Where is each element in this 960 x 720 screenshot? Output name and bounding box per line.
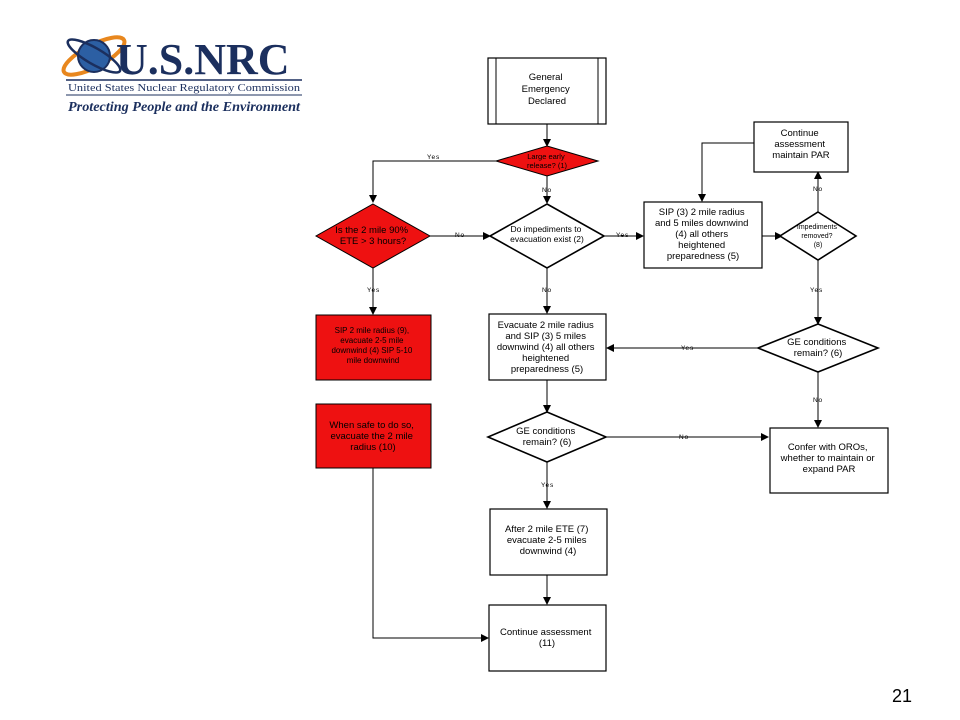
edge-label-yes: Yes (367, 287, 380, 294)
node-text: preparedness (5) (511, 364, 583, 375)
node-text: mile downwind (347, 356, 399, 365)
edge-label-no: No (455, 232, 465, 239)
node-text: maintain PAR (772, 150, 830, 161)
node-text: downwind (4) SIP 5-10 (331, 346, 412, 355)
edge-label-yes: Yes (681, 345, 694, 352)
node-text: Impediments (797, 224, 838, 231)
node-text: (8) (814, 242, 823, 249)
ete-decision: Is the 2 mile 90% ETE > 3 hours? (314, 203, 432, 269)
node-text: assessment (774, 139, 825, 150)
edge-label-yes: Yes (427, 154, 440, 161)
edge-release-yes (369, 160, 498, 203)
node-text: Continue (781, 128, 819, 139)
svg-text:GE conditions remain? (6: GE conditions remain? (6) (787, 337, 849, 359)
node-text: SIP 2 mile radius (9), (335, 326, 410, 335)
svg-text:Do impediments to evacua: Do impediments to evacuation exist (2) (510, 224, 584, 244)
node-text: (11) (539, 638, 555, 649)
logo-wordmark: U.S.NRC (116, 35, 290, 84)
node-text: radius (10) (350, 442, 395, 453)
node-text: (4) all others (675, 229, 728, 240)
evacuate-2mile-node: Evacuate 2 mile radius and SIP (3) 5 mil… (488, 313, 607, 381)
continue-assessment-maintain-node: Continue assessment maintain PAR (753, 121, 849, 173)
after-ete-node: After 2 mile ETE (7) evacuate 2-5 miles … (489, 508, 608, 576)
node-text: and 5 miles downwind (655, 218, 748, 229)
edge-label-no: No (542, 187, 552, 194)
svg-text:Impediments removed?: Impediments removed? (8) (797, 222, 839, 249)
node-text: GE conditions (787, 337, 846, 348)
logo-tagline: Protecting People and the Environment (68, 100, 301, 115)
node-text: evacuation exist (2) (510, 234, 584, 244)
edge-label-no: No (679, 434, 689, 441)
node-text: remain? (6) (523, 437, 572, 448)
svg-text:Is the 2 mile 90% ETE >: Is the 2 mile 90% ETE > 3 hours? (335, 225, 411, 247)
node-text: Evacuate 2 mile radius (498, 320, 594, 331)
svg-text:Large early release? (1): Large early release? (1) (527, 152, 568, 170)
node-text: ETE > 3 hours? (340, 236, 406, 247)
edge-label-no: No (813, 186, 823, 193)
node-text: Declared (528, 96, 566, 107)
edge-label-yes: Yes (810, 287, 823, 294)
node-text: evacuate 2-5 miles (507, 535, 587, 546)
general-emergency-node: General Emergency Declared (487, 57, 607, 125)
node-text: GE conditions (516, 426, 575, 437)
node-text: evacuate the 2 mile (330, 431, 412, 442)
svg-text:After 2 mile ETE (7) eva: After 2 mile ETE (7) evacuate 2-5 miles … (505, 524, 591, 557)
edge-label-yes: Yes (616, 232, 629, 239)
svg-text:General Emergency: General Emergency Declared (522, 72, 573, 107)
large-early-release-decision: Large early release? (1) (494, 145, 600, 177)
svg-text:When safe to do so, evac: When safe to do so, evacuate the 2 mile … (329, 420, 416, 453)
svg-text:Evacuate 2 mile radius a: Evacuate 2 mile radius and SIP (3) 5 mil… (497, 320, 597, 375)
ge-conditions-right-decision: GE conditions remain? (6) (755, 323, 881, 373)
node-text: and SIP (3) 5 miles (505, 331, 586, 342)
impediments-decision: Do impediments to evacuation exist (2) (488, 203, 606, 269)
edge-labels: Yes No No Yes No Yes No Yes Yes No No Ye… (367, 154, 823, 489)
when-safe-node: When safe to do so, evacuate the 2 mile … (315, 403, 432, 469)
node-text: release? (1) (527, 161, 568, 170)
node-text: Confer with OROs, (788, 442, 868, 453)
node-text: SIP (3) 2 mile radius (659, 207, 745, 218)
continue-assessment-final-node: Continue assessment (11) (488, 604, 607, 672)
edge-continue-to-sip (698, 142, 754, 202)
node-text: When safe to do so, (329, 420, 414, 431)
connectors (369, 124, 822, 642)
edge-safe-to-continue (372, 468, 489, 642)
node-text: heightened (678, 240, 725, 251)
svg-text:Continue assessment: Continue assessment maintain PAR (772, 128, 830, 161)
edge-label-no: No (542, 287, 552, 294)
logo-agency: United States Nuclear Regulatory Commiss… (68, 83, 301, 94)
page-number: 21 (891, 686, 912, 706)
svg-text:GE conditions remain? (6: GE conditions remain? (6) (516, 426, 578, 448)
svg-text:Continue assessment (11): Continue assessment (11) (500, 627, 594, 649)
node-text: remain? (6) (794, 348, 843, 359)
node-text: Is the 2 mile 90% (335, 225, 408, 236)
nrc-logo: U.S.NRC United States Nuclear Regulatory… (61, 35, 302, 115)
node-text: downwind (4) all others (497, 342, 595, 353)
node-text: downwind (4) (520, 546, 577, 557)
node-text: Emergency (522, 84, 570, 95)
node-text: evacuate 2-5 mile (340, 336, 404, 345)
svg-text:SIP 2 mile radius (9), e: SIP 2 mile radius (9), evacuate 2-5 mile… (331, 326, 414, 365)
sip-red-node: SIP 2 mile radius (9), evacuate 2-5 mile… (315, 314, 432, 381)
node-text: whether to maintain or (780, 453, 875, 464)
node-text: General (529, 72, 563, 83)
impediments-removed-decision: Impediments removed? (8) (778, 211, 858, 261)
edge-label-no: No (813, 397, 823, 404)
svg-text:SIP (3) 2 mile radius an: SIP (3) 2 mile radius and 5 miles downwi… (655, 207, 751, 262)
node-text: expand PAR (803, 464, 856, 475)
sip-2mile-node: SIP (3) 2 mile radius and 5 miles downwi… (643, 201, 763, 269)
node-text: After 2 mile ETE (7) (505, 524, 588, 535)
node-text: Do impediments to (511, 224, 582, 234)
confer-oros-node: Confer with OROs, whether to maintain or… (769, 427, 889, 494)
node-text: Continue assessment (500, 627, 592, 638)
edge-label-yes: Yes (541, 482, 554, 489)
atom-globe-icon (61, 35, 127, 77)
node-text: Large early (527, 152, 565, 161)
svg-text:Confer with OROs, whethe: Confer with OROs, whether to maintain or… (780, 442, 878, 475)
ge-conditions-mid-decision: GE conditions remain? (6) (485, 411, 609, 463)
node-text: heightened (522, 353, 569, 364)
node-text: removed? (801, 233, 832, 240)
node-text: preparedness (5) (667, 251, 739, 262)
